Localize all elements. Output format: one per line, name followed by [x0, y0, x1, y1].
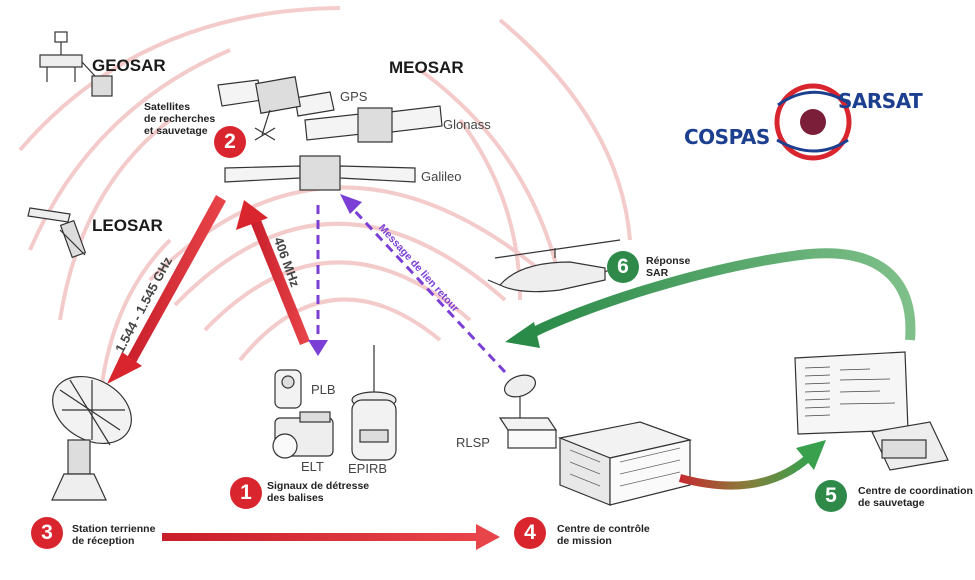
distress-caption: Signaux de détresse des balises	[267, 480, 369, 504]
epirb-beacon-icon	[351, 345, 397, 461]
sar-satellites-line2: de recherches	[144, 113, 216, 126]
sar-response-caption: Réponse SAR	[646, 255, 690, 279]
ground-to-mcc-arrow	[162, 524, 500, 550]
uplink-arrow	[236, 200, 310, 345]
plb-beacon-icon	[274, 369, 302, 409]
galileo-satellite-icon	[224, 155, 416, 191]
mission-control-caption: Centre de contrôle de mission	[557, 523, 650, 547]
ground-station-caption: Station terrienne de réception	[72, 523, 155, 547]
mcc-line1: Centre de contrôle	[557, 523, 650, 535]
elt-beacon-icon	[272, 411, 334, 459]
sar-response-arrow	[505, 248, 916, 348]
ground-line1: Station terrienne	[72, 523, 156, 535]
gps-label: GPS	[340, 89, 368, 104]
rescue-coordination-caption: Centre de coordination de sauvetage	[858, 485, 973, 509]
epirb-label: EPIRB	[348, 461, 388, 476]
rcc-line1: Centre de coordination	[858, 485, 973, 497]
mcc-to-rcc-arrow	[678, 440, 826, 490]
return-link-arrow	[340, 194, 507, 374]
rcc-computer-icon	[794, 351, 949, 471]
distress-line1: Signaux de détresse	[267, 480, 370, 492]
sar-satellites-caption: Satellites de recherches et sauvetage	[144, 101, 215, 137]
plb-label: PLB	[311, 382, 336, 397]
sar-satellites-line3: et sauvetage	[144, 125, 208, 138]
step-2-badge: 2	[214, 126, 246, 158]
geosar-label: GEOSAR	[92, 56, 166, 75]
mission-control-building-icon	[557, 421, 693, 506]
cospas-sarsat-logo-icon	[774, 83, 852, 161]
glonass-satellite-icon	[304, 105, 443, 143]
step-5-badge: 5	[815, 480, 847, 512]
rcc-line2: de sauvetage	[858, 497, 925, 510]
step-6-badge: 6	[607, 251, 639, 283]
gps-satellite-icon	[217, 76, 335, 141]
ground-line2: de réception	[72, 535, 135, 548]
elt-label: ELT	[301, 459, 324, 474]
logo-cospas-text: COSPAS	[684, 125, 770, 149]
galileo-label: Galileo	[421, 169, 462, 184]
ground-station-dish-icon	[51, 375, 132, 501]
geosar-satellite-icon	[39, 31, 113, 97]
leosar-label: LEOSAR	[92, 216, 163, 235]
sar-line1: Réponse	[646, 255, 691, 267]
logo-sarsat-text: SARSAT	[838, 89, 923, 113]
glonass-label: Glonass	[443, 117, 491, 132]
mcc-line2: de mission	[557, 535, 612, 548]
meosar-label: MEOSAR	[389, 58, 464, 77]
sar-satellites-line1: Satellites	[144, 101, 191, 113]
step-1-badge: 1	[230, 477, 262, 509]
leosar-satellite-icon	[27, 207, 87, 259]
step-3-badge: 3	[31, 517, 63, 549]
step-4-badge: 4	[514, 517, 546, 549]
sar-line2: SAR	[646, 267, 669, 280]
downlink-arrow	[107, 195, 226, 384]
rlsp-label: RLSP	[456, 435, 490, 450]
return-downlink-arrow	[308, 205, 328, 356]
distress-line2: des balises	[267, 492, 324, 505]
rlsp-antenna-icon	[498, 374, 558, 449]
helicopter-icon	[487, 239, 626, 293]
